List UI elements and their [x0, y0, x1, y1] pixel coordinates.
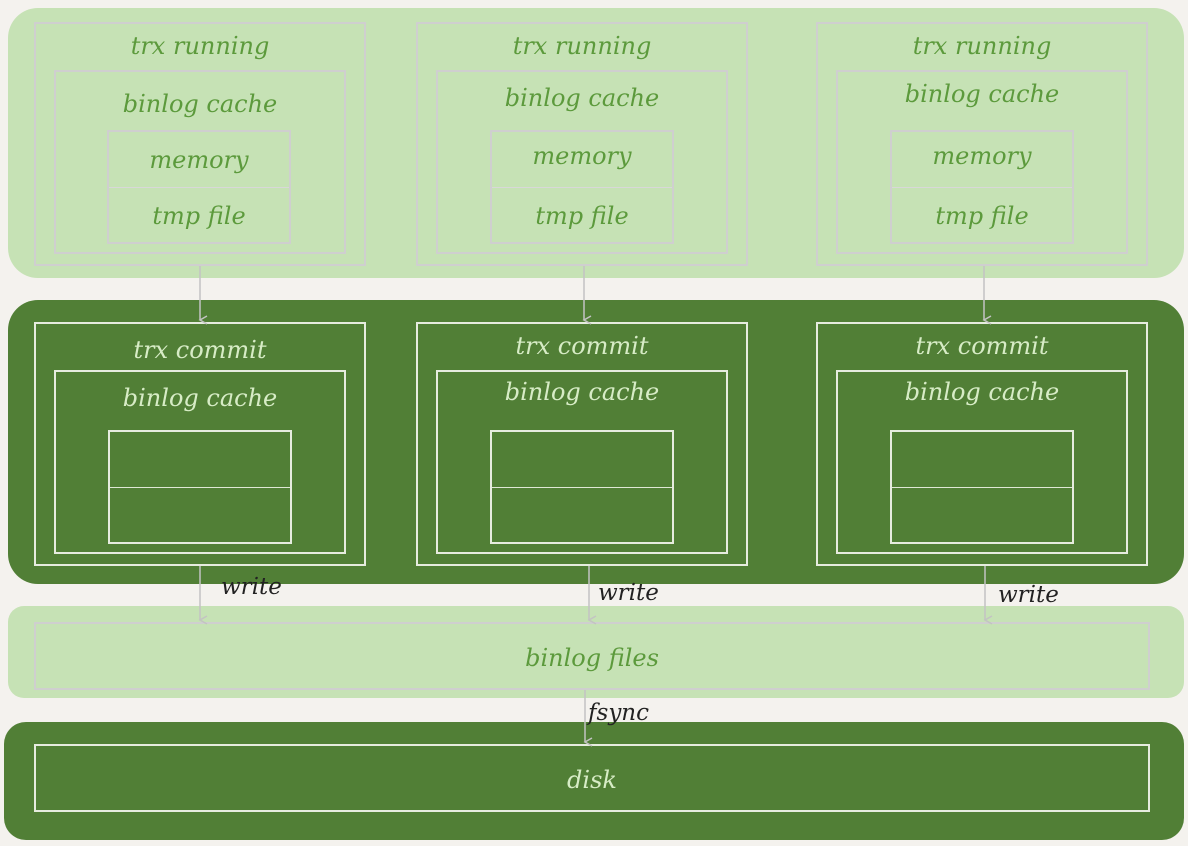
write-label-3: write: [998, 582, 1059, 608]
tmp-file-label: tmp file: [935, 202, 1029, 230]
binlog-files-label: binlog files: [525, 644, 659, 672]
storage-divider: [892, 487, 1072, 488]
binlog-cache-box: binlog cache: [436, 370, 728, 554]
trx-commit-title: trx commit: [915, 332, 1049, 360]
trx-commit-title: trx commit: [133, 336, 267, 364]
binlog-cache-box: binlog cache: [54, 370, 346, 554]
fsync-label: fsync: [588, 700, 650, 726]
trx-running-title: trx running: [512, 32, 652, 60]
binlog-cache-label: binlog cache: [904, 378, 1060, 406]
cache-storage-box: memory tmp file: [107, 130, 291, 244]
binlog-cache-label: binlog cache: [504, 84, 660, 112]
trx-running-box-3: trx running binlog cache memory tmp file: [816, 22, 1148, 266]
tmp-file-label: tmp file: [152, 202, 246, 230]
trx-commit-box-3: trx commit binlog cache: [816, 322, 1148, 566]
storage-divider: [110, 487, 290, 488]
binlog-cache-box: binlog cache memory tmp file: [836, 70, 1128, 254]
binlog-cache-label: binlog cache: [504, 378, 660, 406]
trx-running-box-2: trx running binlog cache memory tmp file: [416, 22, 748, 266]
cache-storage-box: memory tmp file: [890, 130, 1074, 244]
memory-label: memory: [149, 146, 249, 174]
write-label-1: write: [221, 574, 282, 600]
storage-divider: [492, 187, 672, 188]
trx-commit-box-1: trx commit binlog cache: [34, 322, 366, 566]
trx-commit-band: [8, 300, 1184, 584]
tmp-file-label: tmp file: [535, 202, 629, 230]
write-label-2: write: [598, 580, 659, 606]
trx-running-box-1: trx running binlog cache memory tmp file: [34, 22, 366, 266]
binlog-cache-label: binlog cache: [904, 80, 1060, 108]
disk-label: disk: [567, 766, 617, 794]
cache-storage-box: [490, 430, 674, 544]
cache-storage-box: [108, 430, 292, 544]
binlog-cache-label: binlog cache: [122, 90, 278, 118]
binlog-cache-box: binlog cache memory tmp file: [436, 70, 728, 254]
binlog-cache-box: binlog cache memory tmp file: [54, 70, 346, 254]
memory-label: memory: [932, 142, 1032, 170]
trx-commit-box-2: trx commit binlog cache: [416, 322, 748, 566]
disk-band: [4, 722, 1184, 840]
cache-storage-box: [890, 430, 1074, 544]
binlog-cache-box: binlog cache: [836, 370, 1128, 554]
trx-running-band: [8, 8, 1184, 278]
binlog-cache-label: binlog cache: [122, 384, 278, 412]
storage-divider: [109, 187, 289, 188]
trx-running-title: trx running: [912, 32, 1052, 60]
trx-commit-title: trx commit: [515, 332, 649, 360]
trx-running-title: trx running: [130, 32, 270, 60]
memory-label: memory: [532, 142, 632, 170]
storage-divider: [892, 187, 1072, 188]
storage-divider: [492, 487, 672, 488]
cache-storage-box: memory tmp file: [490, 130, 674, 244]
